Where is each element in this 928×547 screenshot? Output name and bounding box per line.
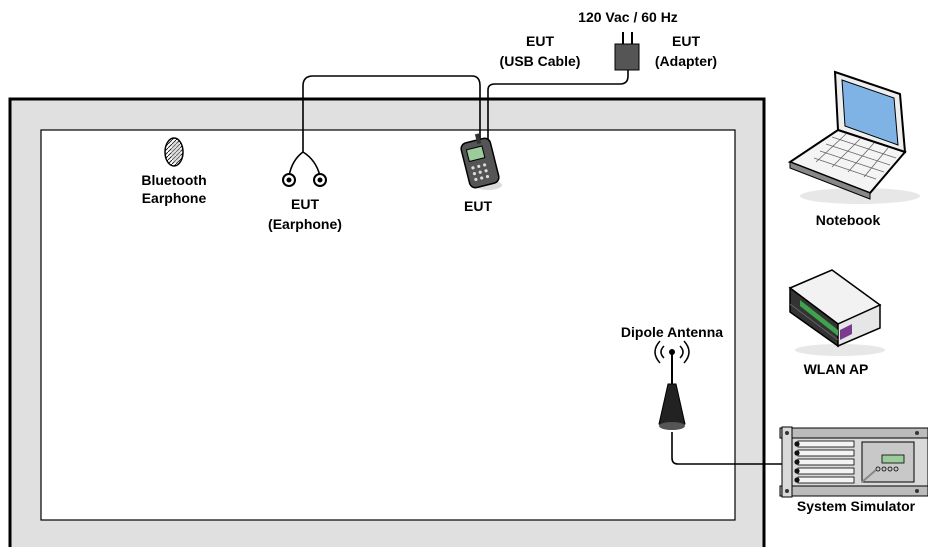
mobile-phone-icon <box>460 133 502 190</box>
label-eut-earphone-line1: EUT <box>291 196 319 212</box>
chamber-inner-area <box>40 129 736 521</box>
rf-cable <box>671 432 793 465</box>
adapter-body-icon <box>614 43 640 71</box>
label-bluetooth-line2: Earphone <box>142 190 207 206</box>
earphone-cable <box>302 75 481 152</box>
label-wlan-ap: WLAN AP <box>804 361 869 377</box>
label-eut-usb-line2: (USB Cable) <box>500 53 581 69</box>
label-bluetooth-line1: Bluetooth <box>141 172 206 188</box>
label-notebook: Notebook <box>816 212 881 228</box>
wlan-ap-router-icon <box>788 269 885 356</box>
label-system-simulator: System Simulator <box>797 498 916 514</box>
dipole-antenna-icon <box>654 340 690 430</box>
label-dipole-antenna: Dipole Antenna <box>621 324 723 340</box>
bluetooth-earphone-icon <box>164 137 184 167</box>
system-simulator-icon <box>779 426 928 498</box>
label-eut-adapter-line1: EUT <box>672 33 700 49</box>
usb-cable <box>487 70 629 140</box>
power-adapter <box>614 32 640 71</box>
label-eut-earphone-line2: (Earphone) <box>268 216 342 232</box>
label-eut-usb-line1: EUT <box>526 33 554 49</box>
earphone-buds-icon <box>282 173 327 187</box>
diagram-labels: 120 Vac / 60 Hz EUT (USB Cable) EUT (Ada… <box>141 9 915 514</box>
label-eut-adapter-line2: (Adapter) <box>655 53 717 69</box>
notebook-laptop-icon <box>787 70 920 204</box>
label-eut-phone: EUT <box>464 198 492 214</box>
label-power-supply: 120 Vac / 60 Hz <box>578 9 678 25</box>
